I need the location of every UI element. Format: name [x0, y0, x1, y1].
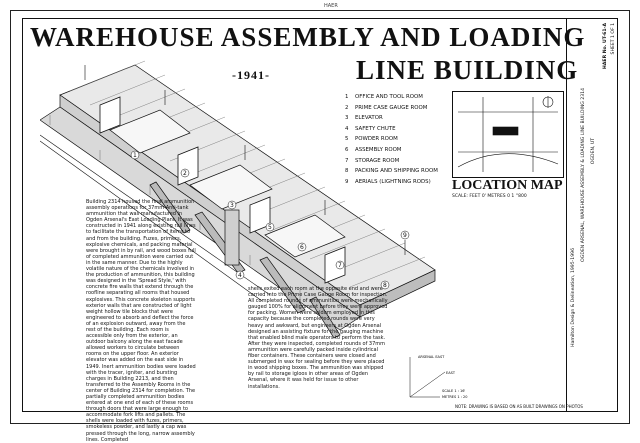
paragraph-right-text: shells exited each room at the opposite … — [248, 286, 388, 390]
svg-text:1: 1 — [133, 152, 137, 159]
svg-text:4: 4 — [238, 272, 242, 279]
drawing-note: NOTE: DRAWING IS BASED ON AS BUILT DRAWI… — [455, 404, 583, 409]
title-block-sheet: SHEET 1 OF 1 — [611, 23, 616, 55]
title-block-number: HAER No. UT-61-A — [603, 23, 608, 69]
title-block-delineator: Hamilton Design & Delineation, 1995-1996 — [571, 248, 576, 347]
location-map-drawing — [457, 96, 559, 172]
svg-text:2: 2 — [183, 170, 187, 177]
diagram-scale: SCALE 1 : 16' — [442, 389, 465, 393]
location-map-title: LOCATION MAP — [452, 178, 563, 193]
svg-text:7: 7 — [338, 262, 342, 269]
history-paragraph-right: shells exited each room at the opposite … — [248, 286, 388, 390]
svg-text:3: 3 — [230, 202, 234, 209]
year-label: -1941- — [232, 68, 270, 82]
diagram-label-north: ARSENAL EAST — [418, 355, 445, 359]
paragraph-left-text: Building 2314 housed the final ammunitio… — [86, 199, 196, 443]
diagram-label-east: EAST — [446, 371, 456, 375]
drawing-border — [22, 18, 618, 412]
svg-text:9: 9 — [403, 232, 407, 239]
title-line-1: WAREHOUSE ASSEMBLY AND LOADING — [30, 22, 586, 52]
north-arrow-diagram: ARSENAL EAST EAST SCALE 1 : 16' METRES 1… — [409, 355, 467, 399]
svg-text:8: 8 — [383, 282, 387, 289]
building-illustration: 1 2 3 4 5 6 7 8 9 — [40, 60, 436, 339]
svg-text:6: 6 — [300, 244, 304, 251]
title-block: Hamilton Design & Delineation, 1995-1996… — [566, 18, 619, 412]
top-mark: HAER — [324, 3, 338, 9]
history-paragraph-left: Building 2314 housed the final ammunitio… — [86, 199, 196, 443]
diagram-metres: METRES 1 : 20 — [442, 395, 467, 399]
location-map — [452, 91, 564, 178]
title-block-location: OGDEN, UT — [591, 138, 596, 165]
svg-text:5: 5 — [268, 224, 272, 231]
location-map-scale: SCALE: FEET 0' METRES 0 1 ''800 — [452, 194, 527, 199]
title-block-name: OGDEN ARSENAL, WAREHOUSE ASSEMBLY & LOAD… — [581, 88, 586, 262]
title-line-2: LINE BUILDING — [356, 55, 579, 85]
